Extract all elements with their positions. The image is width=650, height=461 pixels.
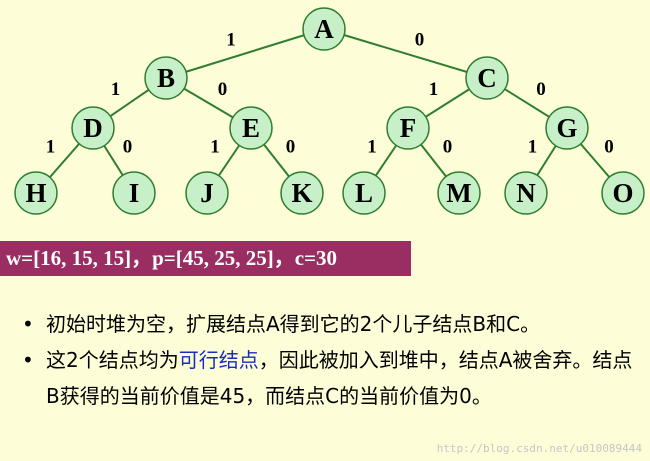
node-label-C: C: [477, 63, 497, 93]
state-space-tree: 1 0 1 0 1 0 1 0 1 0 1 0 1 0 A B C D E F G H I J K L M N O: [14, 7, 645, 215]
node-H: [14, 171, 58, 215]
node-F: [386, 106, 430, 150]
edge-label-E-J: 1: [210, 137, 220, 158]
node-label-M: M: [446, 178, 471, 208]
node-label-N: N: [516, 178, 536, 208]
node-label-L: L: [355, 178, 373, 208]
list-item: • 这2个结点均为可行结点，因此被加入到堆中，结点A被舍弃。结点B获得的当前价值…: [18, 342, 638, 414]
node-C: [465, 56, 509, 100]
edge-label-G-N: 1: [528, 137, 538, 158]
edge-label-C-F: 1: [429, 79, 439, 100]
node-label-J: J: [200, 178, 214, 208]
node-label-A: A: [314, 14, 334, 44]
node-L: [342, 171, 386, 215]
node-K: [280, 171, 324, 215]
node-label-I: I: [129, 178, 140, 208]
node-J: [185, 171, 229, 215]
node-D: [71, 106, 115, 150]
edge-label-B-D: 1: [111, 79, 121, 100]
node-I: [112, 171, 156, 215]
explanation-list: • 初始时堆为空，扩展结点A得到它的2个儿子结点B和C。 • 这2个结点均为可行…: [18, 306, 638, 414]
bullet-icon: •: [22, 312, 34, 336]
list-item: • 初始时堆为空，扩展结点A得到它的2个儿子结点B和C。: [18, 306, 638, 342]
edge-label-A-B: 1: [226, 30, 236, 51]
edge-label-E-K: 0: [286, 137, 296, 158]
node-E: [229, 106, 273, 150]
bullet-text: 初始时堆为空，扩展结点A得到它的2个儿子结点B和C。: [46, 312, 541, 336]
watermark: http://blog.csdn.net/u010089444: [436, 442, 642, 455]
node-label-K: K: [291, 178, 312, 208]
node-label-O: O: [612, 178, 633, 208]
parameters-banner: w=[16, 15, 15]，p=[45, 25, 25]，c=30: [0, 241, 411, 276]
edge-label-A-C: 0: [415, 30, 425, 51]
node-label-B: B: [157, 63, 175, 93]
bullet-icon: •: [22, 348, 34, 372]
node-G: [545, 106, 589, 150]
edge-label-D-H: 1: [46, 137, 56, 158]
bullet-text: 这2个结点均为可行结点，因此被加入到堆中，结点A被舍弃。结点B获得的当前价值是4…: [46, 348, 633, 408]
highlight-term: 可行结点: [178, 348, 259, 372]
edge-label-B-E: 0: [218, 79, 228, 100]
edge-label-C-G: 0: [536, 79, 546, 100]
edge-label-F-M: 0: [443, 137, 453, 158]
node-O: [601, 171, 645, 215]
edge-A-B: [165, 28, 325, 79]
node-label-E: E: [242, 113, 260, 143]
node-M: [437, 171, 481, 215]
node-label-H: H: [25, 178, 46, 208]
edge-label-G-O: 0: [604, 137, 614, 158]
node-N: [504, 171, 548, 215]
node-label-F: F: [400, 113, 417, 143]
node-B: [144, 56, 188, 100]
node-A: [302, 7, 346, 51]
node-label-D: D: [83, 113, 103, 143]
edge-label-D-I: 0: [123, 137, 133, 158]
edge-label-F-L: 1: [367, 137, 377, 158]
edge-A-C: [323, 28, 488, 79]
node-label-G: G: [556, 113, 577, 143]
